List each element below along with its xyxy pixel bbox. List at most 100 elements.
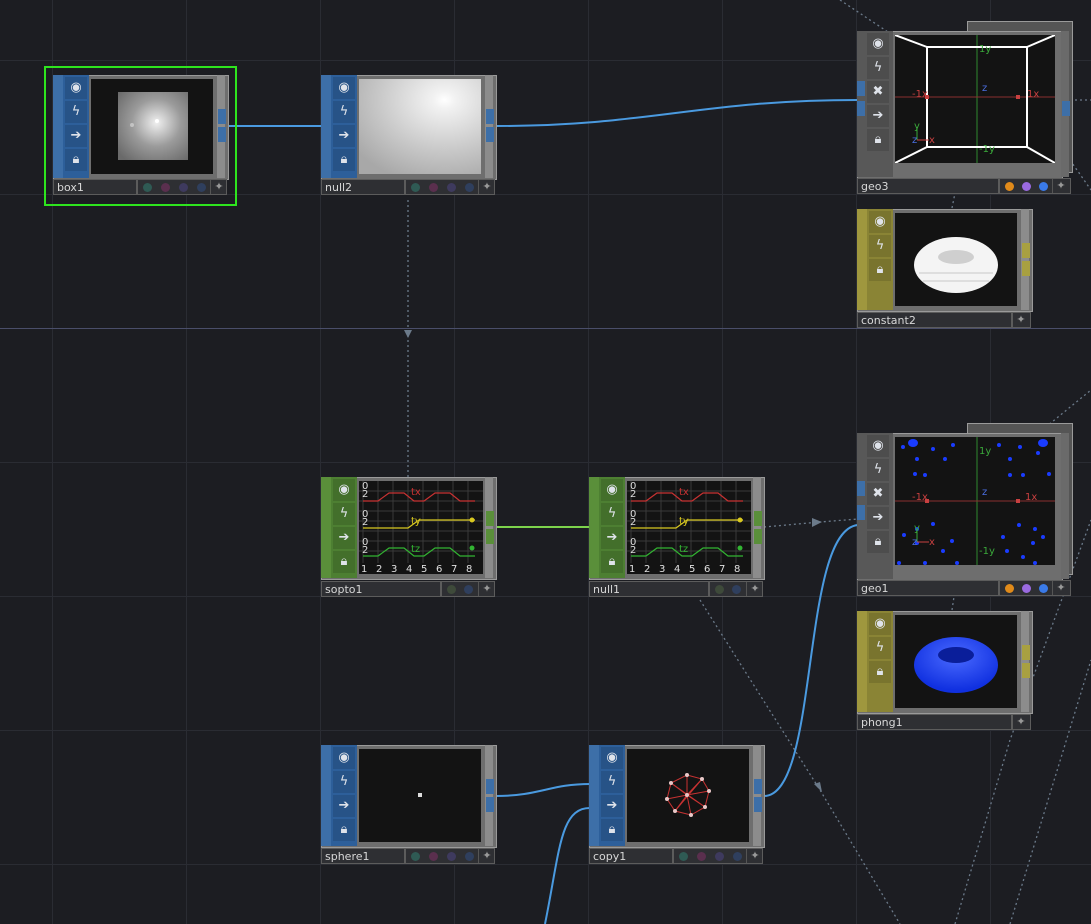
ref-wire-right-2 bbox=[1009, 659, 1091, 924]
flag-dot[interactable] bbox=[679, 852, 688, 861]
lock-icon[interactable]: 🔒︎ bbox=[867, 531, 889, 553]
geo1-viewer[interactable]: -1x 1x 1y -1y z y z x bbox=[895, 437, 1055, 565]
node-label-constant2[interactable]: constant2 bbox=[857, 312, 1012, 328]
flag-dot[interactable] bbox=[732, 585, 741, 594]
flag-dot[interactable] bbox=[697, 852, 706, 861]
eye-icon[interactable]: ◉ bbox=[867, 33, 889, 55]
flag-dot[interactable] bbox=[143, 183, 152, 192]
lightning-icon[interactable]: ϟ bbox=[333, 503, 355, 525]
node-label-null2[interactable]: null2 bbox=[321, 179, 405, 195]
sopto1-viewer[interactable]: tx ty tz 0 2 0 2 0 2 1 2 3 4 5 6 7 8 bbox=[359, 481, 483, 574]
arrow-right-icon[interactable]: ➔ bbox=[333, 125, 355, 147]
lightning-icon[interactable]: ϟ bbox=[601, 771, 623, 793]
plus-icon[interactable]: ✦ bbox=[1016, 715, 1026, 728]
node-label-sopto1[interactable]: sopto1 bbox=[321, 581, 441, 597]
flag-dot[interactable] bbox=[411, 183, 420, 192]
node-label-box1[interactable]: box1 bbox=[53, 179, 137, 195]
lightning-icon[interactable]: ϟ bbox=[65, 101, 87, 123]
x-icon[interactable]: ✖ bbox=[867, 483, 889, 505]
flag-dot[interactable] bbox=[161, 183, 170, 192]
lightning-icon[interactable]: ϟ bbox=[869, 637, 891, 659]
flag-dot[interactable] bbox=[733, 852, 742, 861]
flag-dot[interactable] bbox=[715, 852, 724, 861]
lock-icon[interactable]: 🔒︎ bbox=[869, 259, 891, 281]
node-label-copy1[interactable]: copy1 bbox=[589, 848, 673, 864]
flag-dot[interactable] bbox=[447, 183, 456, 192]
eye-icon[interactable]: ◉ bbox=[65, 77, 87, 99]
flag-dot[interactable] bbox=[429, 852, 438, 861]
lightning-icon[interactable]: ϟ bbox=[333, 771, 355, 793]
plus-icon[interactable]: ✦ bbox=[746, 849, 763, 863]
plus-icon[interactable]: ✦ bbox=[478, 849, 495, 863]
eye-icon[interactable]: ◉ bbox=[601, 479, 623, 501]
lock-icon[interactable]: 🔒︎ bbox=[333, 149, 355, 171]
plus-icon[interactable]: ✦ bbox=[210, 180, 227, 194]
flag-dot[interactable] bbox=[429, 183, 438, 192]
flag-dot[interactable] bbox=[715, 585, 724, 594]
flag-dot[interactable] bbox=[465, 852, 474, 861]
arrow-right-icon[interactable]: ➔ bbox=[867, 105, 889, 127]
plus-icon[interactable]: ✦ bbox=[478, 582, 495, 596]
arrow-right-icon[interactable]: ➔ bbox=[65, 125, 87, 147]
phong1-viewer[interactable] bbox=[895, 615, 1017, 708]
lock-icon[interactable]: 🔒︎ bbox=[333, 551, 355, 573]
constant2-viewer[interactable] bbox=[895, 213, 1017, 306]
arrow-right-icon[interactable]: ➔ bbox=[601, 527, 623, 549]
copy1-viewer[interactable] bbox=[627, 749, 749, 842]
eye-icon[interactable]: ◉ bbox=[869, 211, 891, 233]
eye-icon[interactable]: ◉ bbox=[333, 77, 355, 99]
arrow-right-icon[interactable]: ➔ bbox=[333, 795, 355, 817]
flag-dot[interactable] bbox=[1039, 182, 1048, 191]
lightning-icon[interactable]: ϟ bbox=[601, 503, 623, 525]
flag-dot[interactable] bbox=[1022, 182, 1031, 191]
flag-dot[interactable] bbox=[1022, 584, 1031, 593]
flag-dot[interactable] bbox=[179, 183, 188, 192]
arrow-right-icon[interactable]: ➔ bbox=[867, 507, 889, 529]
flag-dot[interactable] bbox=[1039, 584, 1048, 593]
node-label-sphere1[interactable]: sphere1 bbox=[321, 848, 405, 864]
flag-dot[interactable] bbox=[447, 585, 456, 594]
eye-icon[interactable]: ◉ bbox=[867, 435, 889, 457]
lightning-icon[interactable]: ϟ bbox=[869, 235, 891, 257]
lock-icon[interactable]: 🔒︎ bbox=[869, 661, 891, 683]
eye-icon[interactable]: ◉ bbox=[869, 613, 891, 635]
null1-viewer[interactable]: tx ty tz 0 2 0 2 0 2 1 2 3 4 5 6 7 8 bbox=[627, 481, 751, 574]
range-label: 0 bbox=[362, 481, 368, 492]
plus-icon[interactable]: ✦ bbox=[1052, 179, 1069, 193]
flag-dot[interactable] bbox=[197, 183, 206, 192]
node-label-geo3[interactable]: geo3 bbox=[857, 178, 999, 194]
wire-in-copy1 bbox=[544, 807, 591, 924]
flag-dot[interactable] bbox=[411, 852, 420, 861]
flag-dot[interactable] bbox=[464, 585, 473, 594]
lightning-icon[interactable]: ϟ bbox=[867, 459, 889, 481]
arrow-right-icon[interactable]: ➔ bbox=[333, 527, 355, 549]
channel-label-tx: tx bbox=[679, 487, 689, 498]
lock-icon[interactable]: 🔒︎ bbox=[65, 149, 87, 171]
plus-icon[interactable]: ✦ bbox=[746, 582, 763, 596]
eye-icon[interactable]: ◉ bbox=[601, 747, 623, 769]
node-label-geo1[interactable]: geo1 bbox=[857, 580, 999, 596]
lightning-icon[interactable]: ϟ bbox=[867, 57, 889, 79]
plus-icon[interactable]: ✦ bbox=[478, 180, 495, 194]
lock-icon[interactable]: 🔒︎ bbox=[601, 819, 623, 841]
flag-dot[interactable] bbox=[1005, 182, 1014, 191]
arrow-right-icon[interactable]: ➔ bbox=[601, 795, 623, 817]
flag-dot[interactable] bbox=[447, 852, 456, 861]
lock-icon[interactable]: 🔒︎ bbox=[601, 551, 623, 573]
eye-icon[interactable]: ◉ bbox=[333, 747, 355, 769]
node-label-null1[interactable]: null1 bbox=[589, 581, 709, 597]
geo3-viewer[interactable]: -1x 1x 1y -1y z y z x bbox=[895, 35, 1055, 163]
eye-icon[interactable]: ◉ bbox=[333, 479, 355, 501]
flag-dot[interactable] bbox=[1005, 584, 1014, 593]
plus-icon[interactable]: ✦ bbox=[1016, 313, 1026, 326]
node-label-phong1[interactable]: phong1 bbox=[857, 714, 1012, 730]
lightning-icon[interactable]: ϟ bbox=[333, 101, 355, 123]
box1-viewer[interactable] bbox=[91, 79, 213, 174]
sphere1-viewer[interactable] bbox=[359, 749, 481, 842]
lock-icon[interactable]: 🔒︎ bbox=[333, 819, 355, 841]
plus-icon[interactable]: ✦ bbox=[1052, 581, 1069, 595]
flag-dot[interactable] bbox=[465, 183, 474, 192]
x-icon[interactable]: ✖ bbox=[867, 81, 889, 103]
null2-viewer[interactable] bbox=[359, 79, 481, 174]
lock-icon[interactable]: 🔒︎ bbox=[867, 129, 889, 151]
